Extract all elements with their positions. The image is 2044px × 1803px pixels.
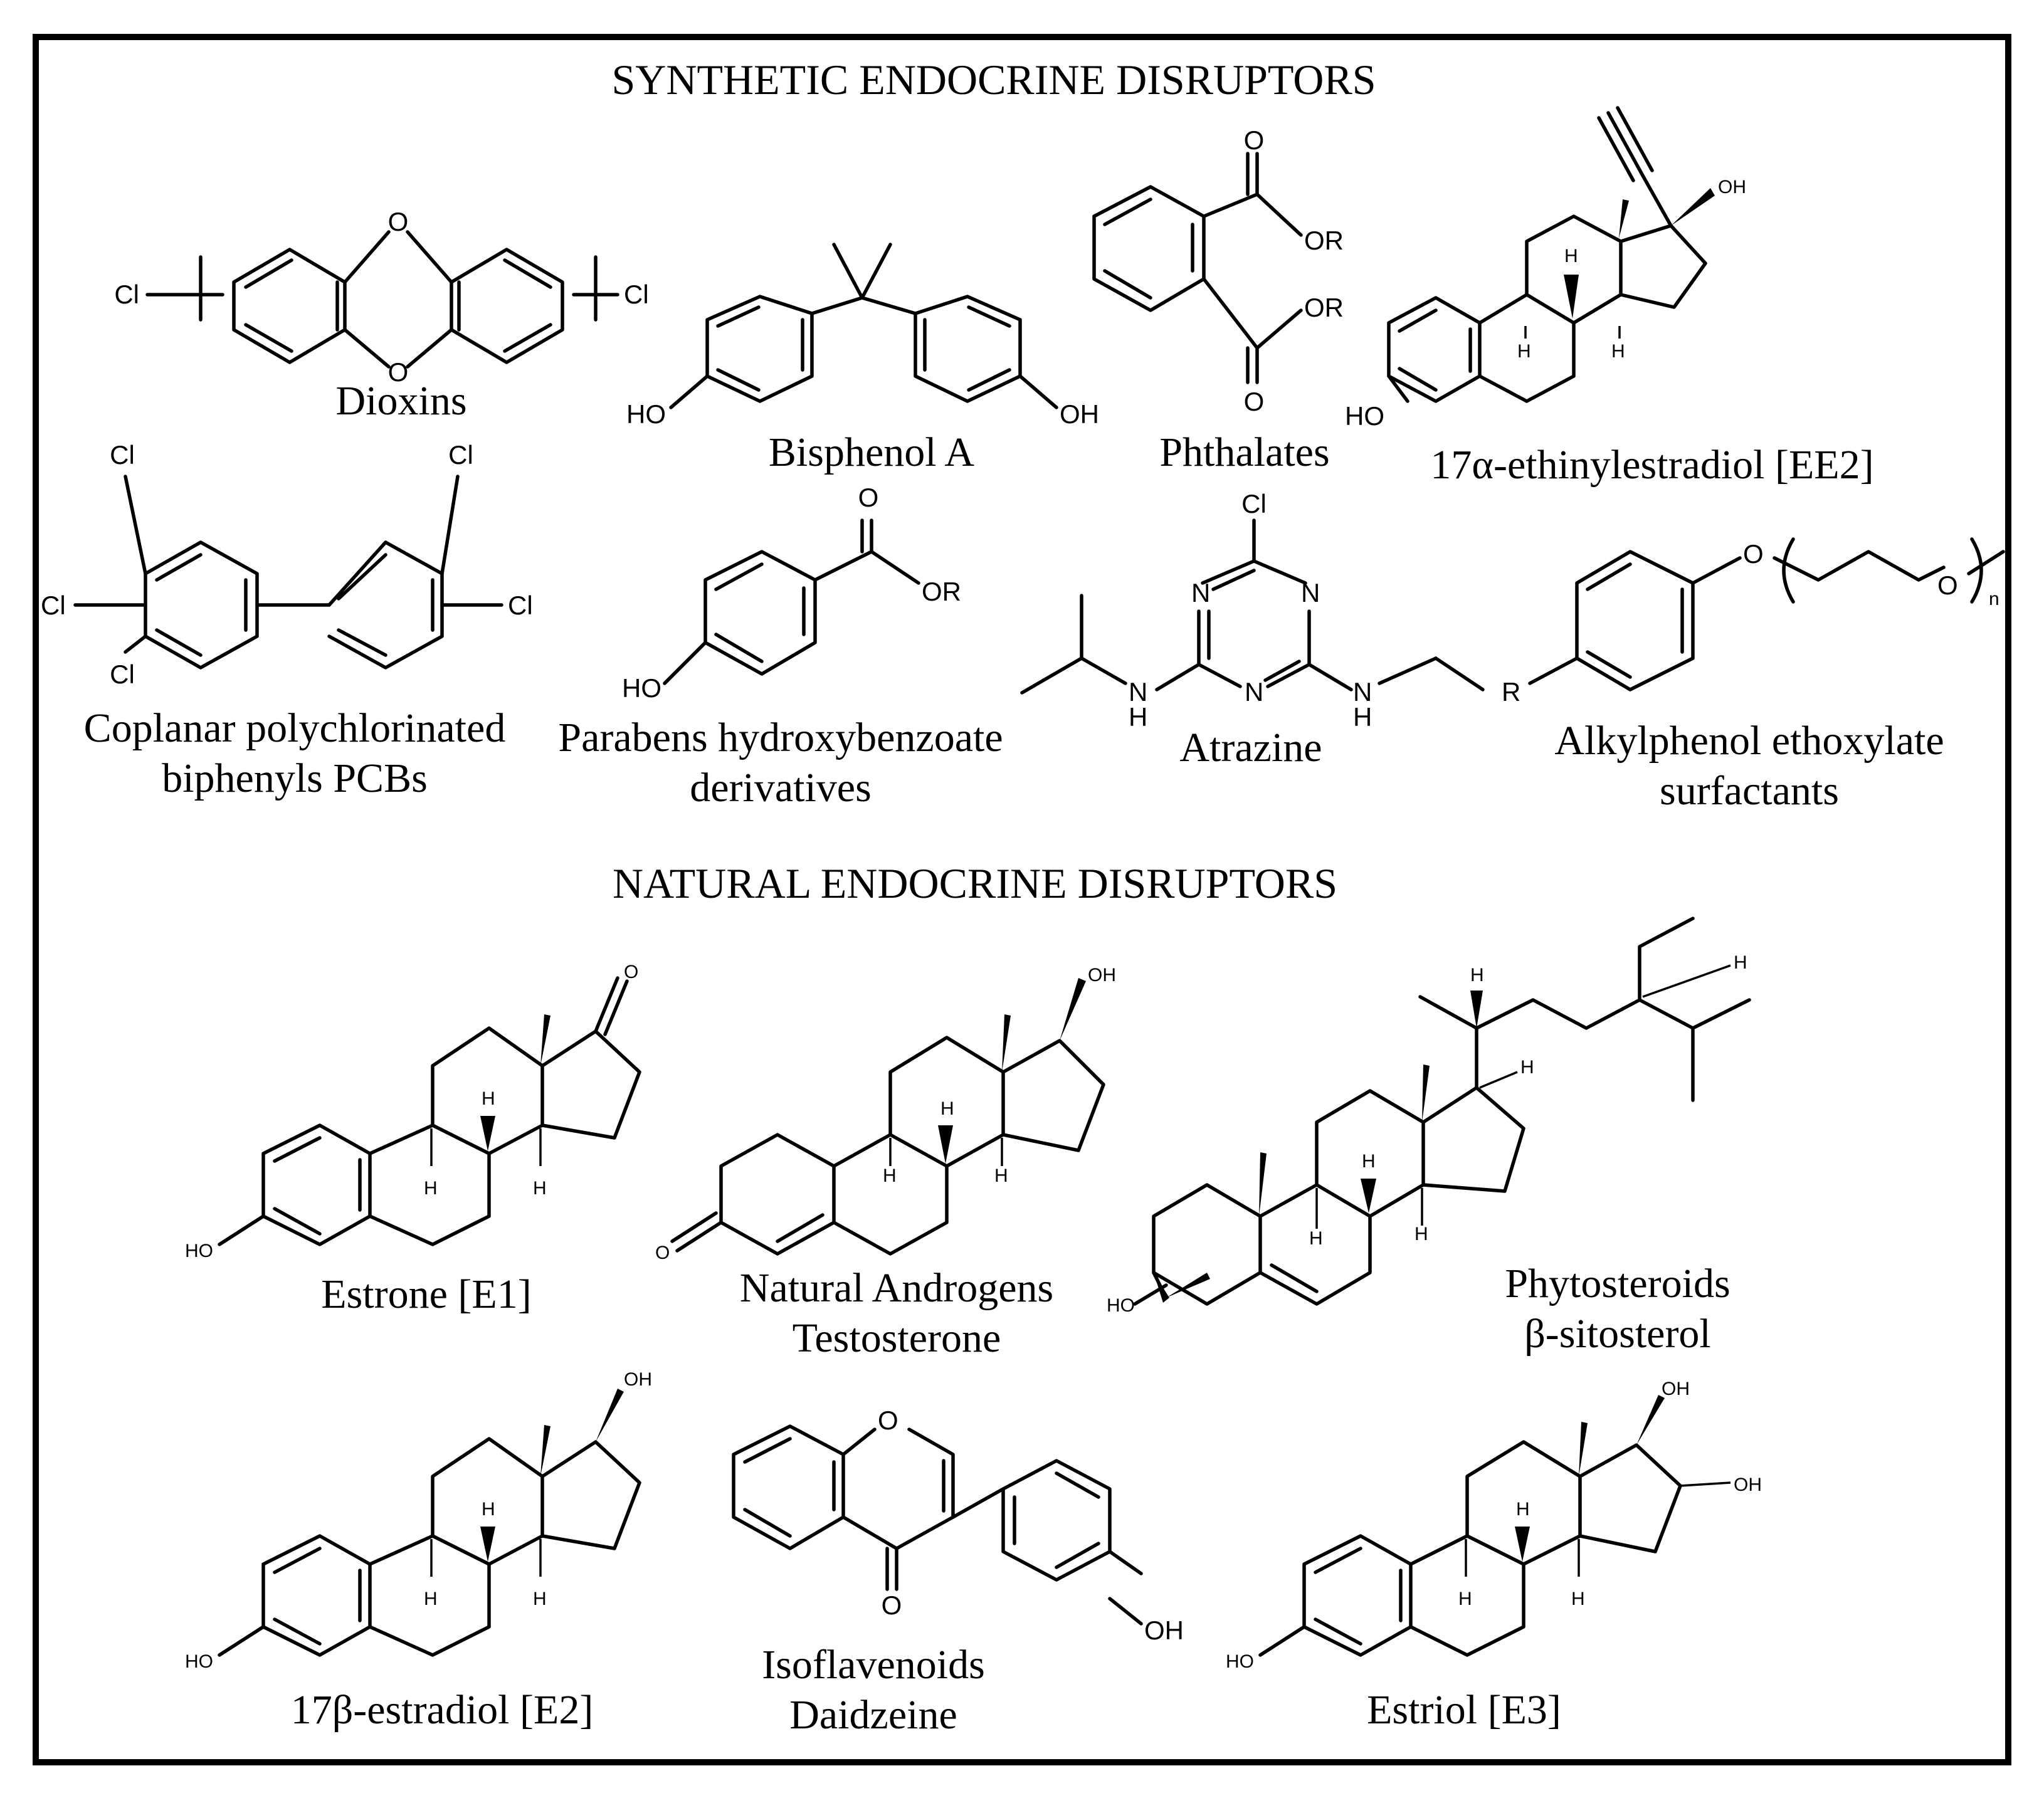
- atom-ho: HO: [626, 399, 666, 429]
- atom-h: H: [1516, 1499, 1530, 1520]
- atom-cl: Cl: [448, 440, 473, 470]
- structure-bisphenol-a: HO OH: [626, 243, 1099, 429]
- subscript-n: n: [1989, 589, 1999, 609]
- atom-h: H: [1734, 952, 1747, 973]
- atom-h: H: [424, 1178, 438, 1199]
- atom-n: N: [1245, 677, 1263, 707]
- caption-dioxins: Dioxins: [335, 378, 467, 424]
- atom-h: H: [1309, 1228, 1323, 1249]
- heading-synthetic: SYNTHETIC ENDOCRINE DISRUPTORS: [611, 56, 1376, 103]
- atom-o: O: [858, 483, 879, 512]
- structure-estriol: HO OH OH H H H: [1226, 1379, 1762, 1672]
- caption-ethinylestradiol: 17α-ethinylestradiol [EE2]: [1430, 442, 1874, 488]
- atom-ho: HO: [1345, 401, 1384, 431]
- caption-phthalates: Phthalates: [1159, 429, 1330, 475]
- caption-estradiol: 17β-estradiol [E2]: [290, 1687, 594, 1733]
- atom-h: H: [994, 1165, 1008, 1186]
- atom-cl: Cl: [624, 280, 649, 309]
- atom-cl: Cl: [110, 440, 135, 470]
- atom-ho: HO: [1226, 1651, 1254, 1672]
- structure-sitosterol: HO H H H H H H: [1107, 917, 1751, 1316]
- atom-o: O: [882, 1590, 902, 1620]
- atom-h: H: [533, 1178, 547, 1199]
- caption-bisphenol-a: Bisphenol A: [768, 429, 975, 475]
- atom-ho: HO: [185, 1651, 213, 1672]
- atom-h: H: [1571, 1589, 1585, 1609]
- atom-oh: OH: [1060, 399, 1099, 429]
- atom-oh: OH: [1088, 965, 1116, 986]
- caption-estrone: Estrone [E1]: [321, 1271, 532, 1317]
- structure-dioxins: O O Cl Cl: [114, 207, 648, 387]
- structure-ethinylestradiol: HO OH H H H: [1345, 106, 1746, 431]
- structure-parabens: O OR HO: [622, 483, 961, 703]
- atom-h: H: [482, 1499, 495, 1520]
- atom-cl: Cl: [114, 280, 139, 309]
- atom-cl: Cl: [41, 591, 66, 620]
- atom-o: O: [624, 962, 638, 982]
- atom-h: H: [424, 1589, 438, 1609]
- atom-h: H: [940, 1098, 954, 1119]
- atom-o: O: [1937, 570, 1958, 600]
- structure-phthalates: O OR OR O: [1092, 125, 1344, 416]
- atom-or: OR: [1304, 293, 1344, 322]
- atom-oh: OH: [1144, 1616, 1184, 1645]
- figure-border: [33, 34, 2011, 1765]
- atom-ho: HO: [1107, 1295, 1135, 1316]
- atom-o: O: [388, 357, 409, 387]
- atom-or: OR: [1304, 226, 1344, 255]
- atom-h: H: [1611, 341, 1625, 362]
- atom-h: H: [533, 1589, 547, 1609]
- atom-h: H: [1129, 702, 1147, 732]
- structure-atrazine: Cl N N N N H N H: [1020, 489, 1485, 732]
- atom-h: H: [1520, 1057, 1534, 1078]
- atom-h: H: [883, 1165, 897, 1186]
- atom-h: H: [482, 1088, 495, 1109]
- structure-estradiol: HO OH H H H: [185, 1369, 652, 1672]
- atom-oh: OH: [1718, 177, 1746, 197]
- atom-o: O: [1244, 387, 1265, 416]
- atom-h: H: [1353, 702, 1372, 732]
- atom-oh: OH: [624, 1369, 652, 1390]
- structure-daidzeine: O O OH: [732, 1406, 1184, 1645]
- atom-h: H: [1517, 341, 1531, 362]
- atom-ho: HO: [185, 1241, 213, 1261]
- atom-o: O: [388, 207, 409, 236]
- atom-cl: Cl: [1241, 489, 1267, 518]
- atom-o: O: [655, 1243, 670, 1263]
- atom-nh: N: [1129, 677, 1147, 707]
- atom-or: OR: [922, 577, 961, 606]
- atom-cl: Cl: [110, 660, 135, 689]
- atom-h: H: [1414, 1224, 1428, 1244]
- atom-h: H: [1470, 965, 1484, 986]
- atom-oh: OH: [1734, 1474, 1762, 1495]
- atom-cl: Cl: [508, 591, 533, 620]
- structure-alkylphenol: R O O n: [1502, 537, 2005, 707]
- heading-natural: NATURAL ENDOCRINE DISRUPTORS: [612, 859, 1338, 907]
- structure-pcbs: Cl Cl Cl Cl Cl: [41, 440, 533, 689]
- atom-h: H: [1564, 246, 1578, 266]
- caption-estriol: Estriol [E3]: [1367, 1687, 1561, 1733]
- atom-n: N: [1301, 578, 1320, 607]
- atom-o: O: [1743, 539, 1764, 569]
- atom-ho: HO: [622, 673, 661, 703]
- structure-testosterone: O OH H H H: [655, 965, 1116, 1263]
- atom-o: O: [878, 1406, 898, 1435]
- atom-h: H: [1458, 1589, 1472, 1609]
- structure-estrone: HO O H H H: [185, 962, 641, 1261]
- atom-r: R: [1502, 677, 1520, 707]
- atom-nh: N: [1353, 677, 1372, 707]
- atom-oh: OH: [1662, 1379, 1690, 1399]
- atom-n: N: [1191, 578, 1210, 607]
- atom-o: O: [1244, 125, 1265, 155]
- caption-atrazine: Atrazine: [1179, 725, 1322, 770]
- atom-h: H: [1362, 1151, 1376, 1172]
